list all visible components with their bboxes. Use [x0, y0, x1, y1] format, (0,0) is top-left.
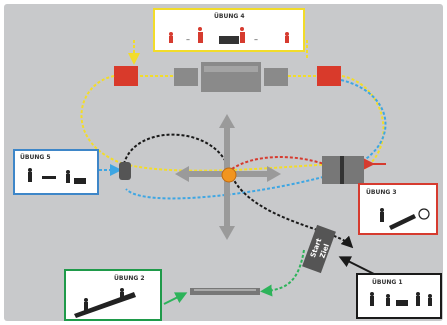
- exercise-5-label: ÜBUNG 5: [20, 154, 51, 161]
- center-cross: [175, 114, 281, 240]
- exercise-3-label: ÜBUNG 3: [366, 189, 397, 196]
- exercise-box-4: ÜBUNG 4 – –: [153, 8, 305, 52]
- exercise-box-1: ÜBUNG 1: [356, 273, 442, 319]
- svg-text:–: –: [186, 35, 190, 44]
- center-marker: [221, 167, 237, 183]
- route-black: [123, 133, 354, 249]
- route-yellow-right: [341, 75, 385, 170]
- route-green: [260, 249, 305, 297]
- red-mat-left: [114, 66, 138, 86]
- exercise-box-2: ÜBUNG 2: [64, 269, 162, 321]
- exercise-2-label: ÜBUNG 2: [114, 275, 145, 282]
- exercise-4-label: ÜBUNG 4: [214, 13, 245, 20]
- route-red: [231, 156, 325, 170]
- red-mat-right: [317, 66, 341, 86]
- svg-text:–: –: [254, 35, 258, 44]
- exercise-box-3: ÜBUNG 3: [358, 183, 438, 235]
- route-yellow-left: [80, 75, 343, 172]
- gray-box-1: [174, 68, 198, 86]
- diagram-canvas: Start Ziel ÜBUNG 4 – –: [4, 4, 443, 321]
- exercise-box-5: ÜBUNG 5: [13, 149, 99, 195]
- bottom-bench: [190, 288, 260, 295]
- exercise-1-label: ÜBUNG 1: [372, 279, 403, 286]
- route-blue: [125, 79, 387, 200]
- cone-left: [119, 162, 131, 180]
- start-station: Start Ziel: [302, 224, 336, 274]
- gray-box-3: [264, 68, 288, 86]
- course-diagram-svg: Start Ziel ÜBUNG 4 – –: [13, 8, 442, 321]
- top-equipment-row: [114, 62, 341, 92]
